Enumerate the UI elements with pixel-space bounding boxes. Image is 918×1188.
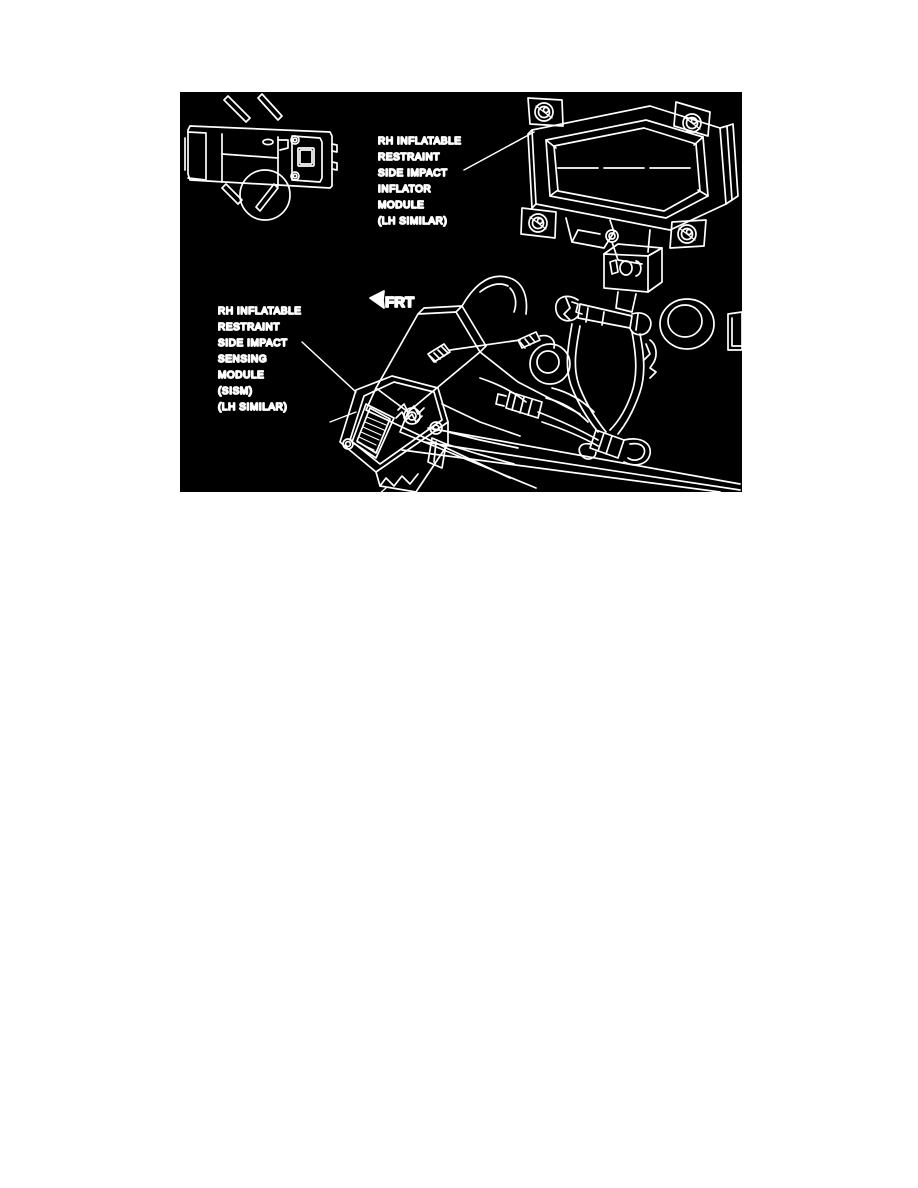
front-direction-arrow: FRT <box>369 290 415 312</box>
callout-line: SIDE IMPACT <box>378 168 448 179</box>
callout-line: MODULE <box>378 200 424 211</box>
inflator-connector <box>603 243 663 313</box>
front-direction-label: FRT <box>385 294 414 311</box>
callout-line: RH INFLATABLE <box>218 306 302 317</box>
grommet <box>659 298 715 350</box>
mounting-studs <box>427 331 571 385</box>
callout-line: SIDE IMPACT <box>218 338 288 349</box>
callout-leader-line <box>301 341 357 393</box>
callout-line: SENSING <box>218 354 267 365</box>
spacer-block <box>727 311 742 351</box>
figure-illustration: RH INFLATABLE RESTRAINT SIDE IMPACT INFL… <box>180 92 742 492</box>
sensing-module-callout: RH INFLATABLE RESTRAINT SIDE IMPACT SENS… <box>217 305 357 414</box>
callout-line: MODULE <box>218 370 264 381</box>
inflator-module-inset-view <box>184 93 338 221</box>
panel-background <box>180 92 742 492</box>
callout-line: INFLATOR <box>378 184 431 195</box>
mounting-bolt <box>677 224 697 244</box>
callout-line: (LH SIMILAR) <box>378 216 447 227</box>
callout-line: RESTRAINT <box>378 152 440 163</box>
mounting-bolt <box>528 213 548 233</box>
seat-frame-panel <box>365 275 741 492</box>
inflator-module-main-view <box>520 97 739 265</box>
callout-line: RH INFLATABLE <box>378 136 462 147</box>
inflator-module-callout: RH INFLATABLE RESTRAINT SIDE IMPACT INFL… <box>377 131 535 228</box>
sensing-module <box>329 375 519 492</box>
figure-panel: RH INFLATABLE RESTRAINT SIDE IMPACT INFL… <box>180 92 742 492</box>
mounting-bolt <box>534 102 554 122</box>
callout-line: (LH SIMILAR) <box>218 402 287 413</box>
callout-leader-line <box>463 131 535 171</box>
mounting-bolt <box>682 113 702 133</box>
callout-line: RESTRAINT <box>218 322 280 333</box>
wiring-harness <box>495 295 742 466</box>
callout-line: (SISM) <box>218 386 253 397</box>
